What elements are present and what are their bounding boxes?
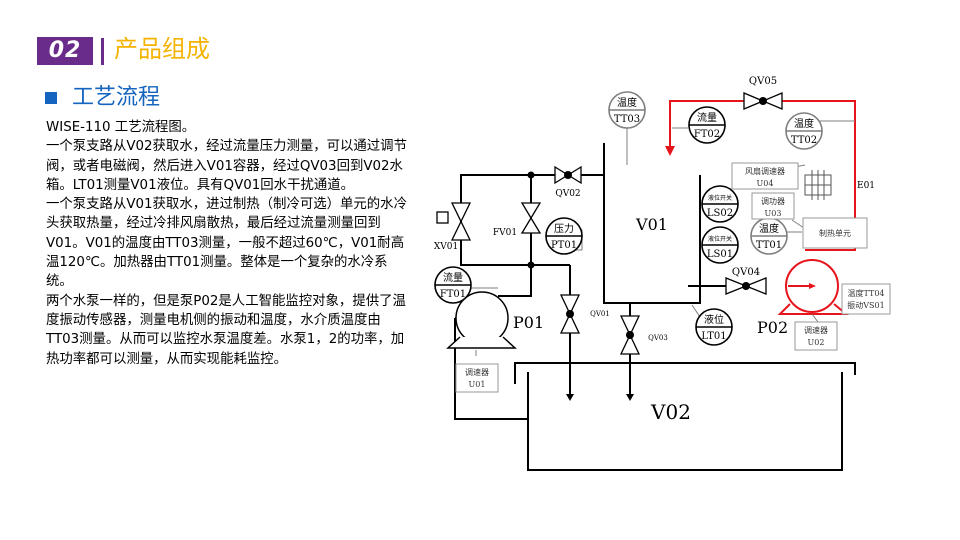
u03-label: 调功器 bbox=[761, 196, 785, 206]
p01-pump-base bbox=[446, 336, 517, 349]
ft02-instrument: 流量 FT02 bbox=[688, 106, 726, 144]
u03-id: U03 bbox=[765, 209, 782, 218]
lt01-instrument: 液位 LT01 bbox=[695, 308, 733, 346]
tt01-type-label: 温度 bbox=[759, 222, 779, 235]
ls01-instrument: 液位开关 LS01 bbox=[701, 226, 739, 264]
xv01-valve-icon bbox=[450, 202, 472, 241]
vs01-label: 振动VS01 bbox=[847, 300, 884, 310]
tt03-type-label: 温度 bbox=[617, 96, 637, 109]
ft01-tag-label: FT01 bbox=[440, 289, 466, 300]
ft01-type-label: 流量 bbox=[443, 271, 463, 284]
description-paragraph: 一个泵支路从V02获取水，经过流量压力测量，可以通过调节阀，或者电磁阀，然后进入… bbox=[46, 139, 407, 193]
qv05-label: QV05 bbox=[749, 76, 777, 87]
arrow-qv01-down bbox=[566, 394, 574, 401]
lt01-type-label: 液位 bbox=[704, 313, 724, 326]
e01-label: E01 bbox=[857, 181, 875, 191]
v02-label: V02 bbox=[650, 400, 691, 424]
ft01-instrument: 流量 FT01 bbox=[434, 266, 472, 304]
heater-label: 制热单元 bbox=[819, 228, 851, 238]
tt03-tag-label: TT03 bbox=[614, 114, 640, 125]
junction-dot bbox=[527, 171, 535, 179]
fv01-label: FV01 bbox=[493, 228, 517, 238]
tt02-type-label: 温度 bbox=[794, 117, 814, 130]
v02-tank-rim bbox=[514, 362, 856, 384]
p02-pump-base bbox=[777, 303, 849, 315]
qv02-label: QV02 bbox=[555, 189, 580, 199]
ls01-type-label: 液位开关 bbox=[708, 235, 732, 243]
p02-pump-body bbox=[785, 259, 839, 313]
pt01-tag-label: PT01 bbox=[551, 240, 577, 251]
u01-label: 调速器 bbox=[465, 368, 489, 377]
u04-id: U04 bbox=[757, 179, 774, 188]
v01-label: V01 bbox=[635, 215, 668, 234]
process-description: WISE-110 工艺流程图。 一个泵支路从V02获取水，经过流量压力测量，可以… bbox=[46, 118, 408, 369]
pipe-p01-out bbox=[498, 265, 532, 297]
ft02-tag-label: FT02 bbox=[694, 129, 720, 140]
red-arrow-down bbox=[665, 146, 675, 156]
tt02-tag-label: TT02 bbox=[791, 135, 817, 146]
ls02-type-label: 液位开关 bbox=[708, 194, 732, 202]
subsection-title: 工艺流程 bbox=[72, 85, 161, 110]
junction-dot bbox=[527, 261, 535, 269]
u02-label: 调速器 bbox=[804, 326, 828, 335]
xv01-actuator-icon bbox=[436, 211, 449, 224]
tt02-instrument: 温度 TT02 bbox=[785, 112, 823, 150]
ls02-tag-label: LS02 bbox=[707, 208, 733, 219]
xv01-label: XV01 bbox=[434, 242, 458, 252]
lt01-tag-label: LT01 bbox=[701, 331, 726, 342]
description-paragraph: WISE-110 工艺流程图。 bbox=[46, 120, 196, 135]
qv03-label: QV03 bbox=[648, 334, 668, 342]
section-number-badge: 02 bbox=[37, 37, 93, 65]
description-paragraph: 两个水泵一样的，但是泵P02是人工智能监控对象，提供了温度振动传感器，测量电机侧… bbox=[46, 293, 406, 367]
v01-vessel-outline bbox=[603, 143, 701, 304]
tt03-instrument: 温度 TT03 bbox=[608, 91, 646, 129]
arrow-qv03-down bbox=[626, 394, 634, 401]
description-paragraph: 一个泵支路从V01获取水，进过制热（制冷可选）单元的水冷头获取热量，经过冷排风扇… bbox=[46, 197, 407, 290]
tt04-label: 温度TT04 bbox=[848, 288, 885, 298]
u04-label: 风扇调速器 bbox=[745, 166, 785, 176]
u02-id: U02 bbox=[808, 338, 825, 347]
ls01-tag-label: LS01 bbox=[707, 249, 733, 260]
title-divider bbox=[101, 38, 104, 65]
section-title: 产品组成 bbox=[114, 35, 210, 63]
pt01-type-label: 压力 bbox=[554, 222, 574, 235]
red-pipe-top bbox=[669, 100, 856, 251]
red-arrow-pump bbox=[809, 283, 816, 289]
tt01-tag-label: TT01 bbox=[756, 240, 782, 251]
ls02-instrument: 液位开关 LS02 bbox=[701, 185, 739, 223]
v02-tank-outline bbox=[527, 372, 843, 471]
qv01-label: QV01 bbox=[590, 310, 610, 318]
u01-id: U01 bbox=[469, 380, 486, 389]
bullet-square-icon bbox=[45, 92, 57, 104]
p01-label: P01 bbox=[513, 313, 544, 332]
ft02-type-label: 流量 bbox=[697, 111, 717, 124]
fv01-valve-icon bbox=[520, 202, 542, 234]
tt01-instrument: 温度 TT01 bbox=[750, 217, 788, 255]
pt01-instrument: 压力 PT01 bbox=[545, 217, 583, 255]
qv04-label: QV04 bbox=[732, 267, 760, 278]
p02-label: P02 bbox=[757, 318, 788, 337]
